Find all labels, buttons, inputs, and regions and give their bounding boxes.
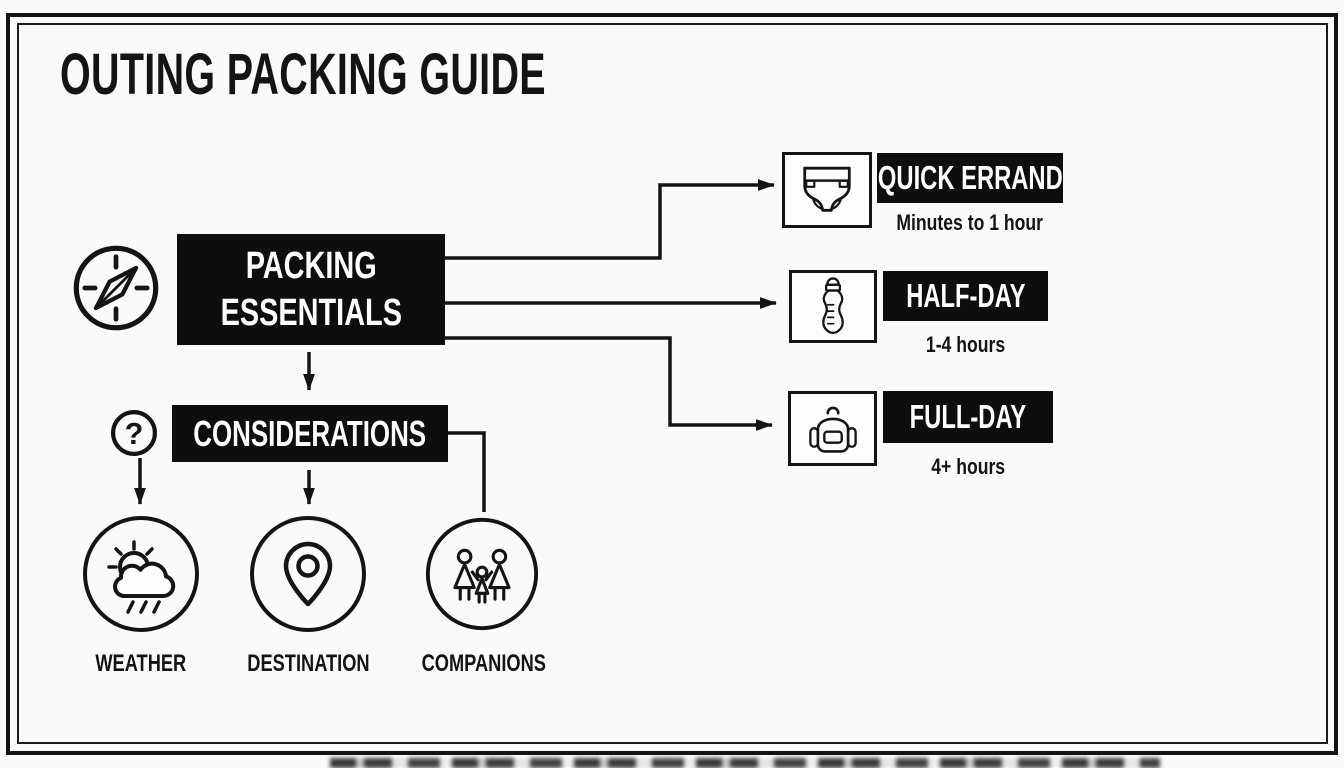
- weather-icon: [83, 516, 199, 632]
- quick-errand-icon-box: [782, 152, 872, 228]
- half-day-duration: 1-4 hours: [925, 332, 1006, 357]
- packing-essentials-box: PACKING ESSENTIALS: [177, 234, 445, 345]
- quick-errand-label: QUICK ERRAND: [877, 159, 1063, 196]
- considerations-label: CONSIDERATIONS: [193, 412, 427, 454]
- outer-frame-border: [6, 13, 1338, 755]
- packing-essentials-line1: PACKING: [245, 244, 377, 287]
- inner-frame-border: [17, 23, 1328, 744]
- full-day-box: FULL-DAY: [883, 391, 1053, 443]
- compass-icon: [73, 245, 159, 331]
- question-mark-icon: ?: [111, 410, 157, 456]
- svg-text:?: ?: [125, 417, 144, 451]
- weather-label: WEATHER: [95, 650, 187, 677]
- half-day-icon-box: [789, 270, 877, 343]
- connector-essentials-to-full-day: [445, 336, 773, 431]
- half-day-box: HALF-DAY: [883, 271, 1048, 321]
- baby-bottle-icon: [822, 277, 844, 334]
- half-day-label: HALF-DAY: [905, 277, 1026, 314]
- quick-errand-duration: Minutes to 1 hour: [896, 210, 1044, 235]
- page-title: OUTING PACKING GUIDE: [60, 46, 775, 104]
- cropped-text-artifact: [330, 758, 1160, 768]
- full-day-icon-box: [788, 391, 877, 466]
- quick-errand-box: QUICK ERRAND: [877, 153, 1063, 203]
- connector-considerations-to-companions: [448, 431, 486, 512]
- considerations-box: CONSIDERATIONS: [172, 405, 448, 462]
- full-day-label: FULL-DAY: [909, 398, 1027, 435]
- backpack-icon: [808, 406, 857, 453]
- companions-label: COMPANIONS: [421, 650, 546, 677]
- full-day-duration: 4+ hours: [931, 454, 1005, 479]
- connector-essentials-to-quick-errand: [445, 179, 775, 260]
- destination-label: DESTINATION: [247, 650, 370, 677]
- diaper-icon: [803, 166, 851, 212]
- page-title-text: OUTING PACKING GUIDE: [60, 42, 546, 107]
- family-icon: [425, 517, 539, 631]
- packing-essentials-line2: ESSENTIALS: [220, 291, 402, 334]
- map-pin-icon: [250, 516, 366, 632]
